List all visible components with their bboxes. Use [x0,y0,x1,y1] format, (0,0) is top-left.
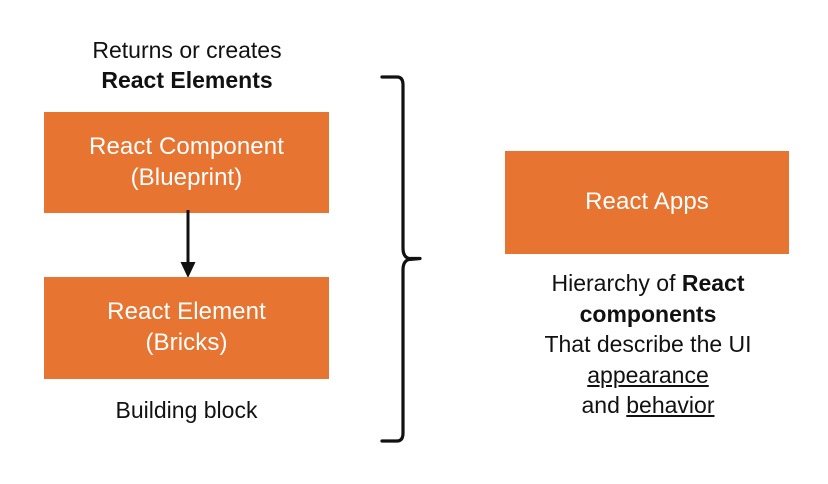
description-react-apps: Hierarchy of React components That descr… [498,268,798,421]
box-react-element-line1: React Element [107,298,266,326]
description-row-5: and behavior [498,390,798,421]
description-row-1-bold: React [681,270,745,296]
box-react-element: React Element (Bricks) [44,277,329,379]
description-row-1-prefix: Hierarchy of [551,270,682,296]
caption-returns-line2: React Elements [101,66,273,93]
caption-returns-line1: Returns or creates [92,37,282,63]
description-row-5-underline: behavior [626,392,715,419]
box-react-element-line2: (Bricks) [145,329,228,356]
description-row-5-prefix: and [581,392,627,419]
box-react-component-line2: (Blueprint) [130,163,243,191]
caption-building-block: Building block [115,397,258,423]
box-react-apps: React Apps [505,151,789,254]
box-react-component: React Component (Blueprint) [44,112,329,213]
caption-returns-or-creates: Returns or creates React Elements [44,36,330,96]
down-arrow-icon [168,210,210,280]
description-row-4: appearance [587,361,709,388]
description-row-2: components [579,300,717,327]
description-row-1: Hierarchy of React [498,268,798,299]
curly-brace-connector [374,64,430,454]
box-react-component-line1: React Component [89,132,284,160]
description-row-3: That describe the UI [544,331,752,358]
box-react-apps-line1: React Apps [585,188,709,216]
